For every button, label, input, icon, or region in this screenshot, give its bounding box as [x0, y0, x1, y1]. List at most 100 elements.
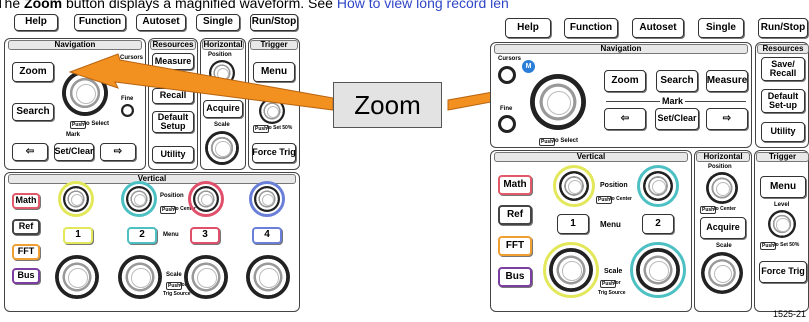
left-ch4-scale-knob[interactable] — [246, 255, 290, 299]
right-cursors-knob[interactable] — [498, 66, 516, 84]
left-force-trig-button[interactable]: Force Trig — [252, 143, 296, 163]
right-ch2-pos-ring — [637, 165, 679, 207]
left-help-button[interactable]: Help — [14, 14, 58, 31]
left-ch2-button[interactable]: 2 — [127, 227, 157, 244]
right-hto-center-label: to Center — [714, 206, 736, 212]
right-fft-button[interactable]: FFT — [498, 236, 532, 256]
right-trigger-menu-button[interactable]: Menu — [760, 176, 806, 198]
right-ch2-scale-knob[interactable] — [636, 248, 680, 292]
right-push-center-badge: Push — [596, 196, 613, 204]
left-measure-button[interactable]: Measure — [152, 53, 194, 70]
left-mark-next-button[interactable]: ⇨ — [100, 143, 136, 161]
right-math-button[interactable]: Math — [498, 175, 532, 195]
left-level-knob[interactable] — [259, 98, 285, 124]
left-horizontal-header: Horizontal — [202, 40, 244, 50]
left-ch3-position-knob[interactable] — [193, 186, 219, 212]
left-multipurpose-knob[interactable] — [62, 70, 108, 116]
right-autoset-button[interactable]: Autoset — [632, 18, 684, 38]
left-menu-label: Menu — [163, 232, 179, 238]
left-fft-button[interactable]: FFT — [12, 244, 40, 260]
right-push-for-badge: Push — [600, 280, 617, 288]
right-force-trig-button[interactable]: Force Trig — [759, 261, 807, 283]
left-ref-button[interactable]: Ref — [12, 219, 40, 235]
right-fine-knob[interactable] — [498, 115, 516, 133]
left-to-center-label: to Center — [174, 206, 196, 212]
left-ch1-position-knob[interactable] — [63, 186, 89, 212]
right-bus-button[interactable]: Bus — [498, 267, 532, 287]
left-ch4-position-knob[interactable] — [254, 186, 280, 212]
right-mark-prev-button[interactable]: ⇦ — [604, 108, 646, 130]
left-hpos-knob[interactable] — [209, 60, 235, 86]
left-ch3-scale-knob[interactable] — [184, 255, 228, 299]
right-save-recall-button[interactable]: Save/ Recall — [761, 57, 805, 81]
left-ch3-button[interactable]: 3 — [190, 227, 220, 244]
left-navigation-header: Navigation — [8, 40, 142, 50]
left-hpos-label: Position — [208, 52, 232, 58]
right-setclear-button[interactable]: Set/Clear — [655, 108, 699, 130]
left-cursors-knob[interactable] — [122, 63, 135, 76]
right-runstop-button[interactable]: Run/Stop — [758, 18, 808, 38]
left-acquire-button[interactable]: Acquire — [203, 100, 243, 118]
right-ref-button[interactable]: Ref — [498, 205, 532, 225]
left-ch1-button[interactable]: 1 — [63, 227, 93, 244]
left-resources-header: Resources — [150, 40, 196, 50]
right-mark-next-button[interactable]: ⇨ — [706, 108, 748, 130]
left-autoset-button[interactable]: Autoset — [136, 14, 186, 31]
right-push-50-badge: Push — [760, 242, 777, 250]
left-hscale-knob[interactable] — [205, 131, 239, 165]
right-acquire-button[interactable]: Acquire — [700, 217, 746, 239]
right-function-button[interactable]: Function — [564, 18, 618, 38]
left-mark-prev-button[interactable]: ⇦ — [12, 143, 48, 161]
right-ch1-position-knob[interactable] — [559, 171, 589, 201]
right-menu-label: Menu — [600, 220, 621, 229]
right-single-button[interactable]: Single — [698, 18, 744, 38]
left-fine-label: Fine — [121, 96, 134, 102]
right-to-center-label: to Center — [610, 196, 632, 202]
caption-zoom-bold: Zoom — [24, 0, 63, 11]
right-cursors-label: Cursors — [498, 56, 522, 62]
left-setclear-button[interactable]: Set/Clear — [54, 143, 94, 161]
left-bus-button[interactable]: Bus — [12, 268, 40, 284]
right-ch1-button[interactable]: 1 — [557, 214, 589, 234]
left-default-setup-button[interactable]: Default Setup — [152, 111, 194, 133]
left-ch2-pos-ring — [121, 181, 157, 217]
right-ch2-button[interactable]: 2 — [642, 214, 674, 234]
left-ch2-position-knob[interactable] — [126, 186, 152, 212]
right-fine-label: Fine — [500, 106, 513, 112]
left-ch1-pos-ring — [58, 181, 94, 217]
right-default-setup-button[interactable]: Default Set-up — [761, 89, 805, 113]
left-trigger-menu-button[interactable]: Menu — [253, 62, 295, 82]
right-scale-label: Scale — [604, 268, 623, 275]
left-zoom-button[interactable]: Zoom — [12, 62, 54, 82]
caption-text: The Zoom button displays a magnified wav… — [0, 0, 509, 11]
left-search-button[interactable]: Search — [12, 103, 54, 121]
left-ch4-button[interactable]: 4 — [252, 227, 282, 244]
right-level-knob[interactable] — [768, 210, 796, 238]
right-ch2-position-knob[interactable] — [643, 171, 673, 201]
right-hscale-knob[interactable] — [701, 252, 743, 294]
left-single-button[interactable]: Single — [196, 14, 240, 31]
right-push-select-badge: Push — [539, 138, 556, 146]
right-ch1-scale-knob[interactable] — [549, 248, 593, 292]
left-utility-button[interactable]: Utility — [152, 146, 194, 163]
right-multipurpose-knob[interactable] — [530, 74, 586, 130]
right-help-button[interactable]: Help — [505, 18, 551, 38]
right-level-label: Level — [774, 202, 790, 208]
left-fine-knob[interactable] — [121, 104, 134, 117]
left-runstop-button[interactable]: Run/Stop — [250, 14, 298, 31]
left-recall-button[interactable]: Recall — [152, 88, 194, 104]
caption-link[interactable]: How to view long record len — [336, 0, 509, 11]
right-hpos-knob[interactable] — [706, 172, 738, 204]
right-ch1-pos-ring — [553, 165, 595, 207]
left-math-button[interactable]: Math — [12, 193, 40, 209]
right-trigger-header: Trigger — [756, 152, 809, 162]
right-position-label: Position — [600, 182, 628, 189]
left-function-button[interactable]: Function — [74, 14, 126, 31]
left-ch2-scale-knob[interactable] — [118, 255, 162, 299]
right-search-button[interactable]: Search — [656, 70, 698, 92]
left-ch1-scale-knob[interactable] — [55, 255, 99, 299]
right-utility-button[interactable]: Utility — [761, 122, 805, 142]
right-measure-button[interactable]: Measure — [706, 70, 748, 92]
right-zoom-button[interactable]: Zoom — [604, 70, 646, 92]
left-position-label: Position — [160, 193, 184, 199]
